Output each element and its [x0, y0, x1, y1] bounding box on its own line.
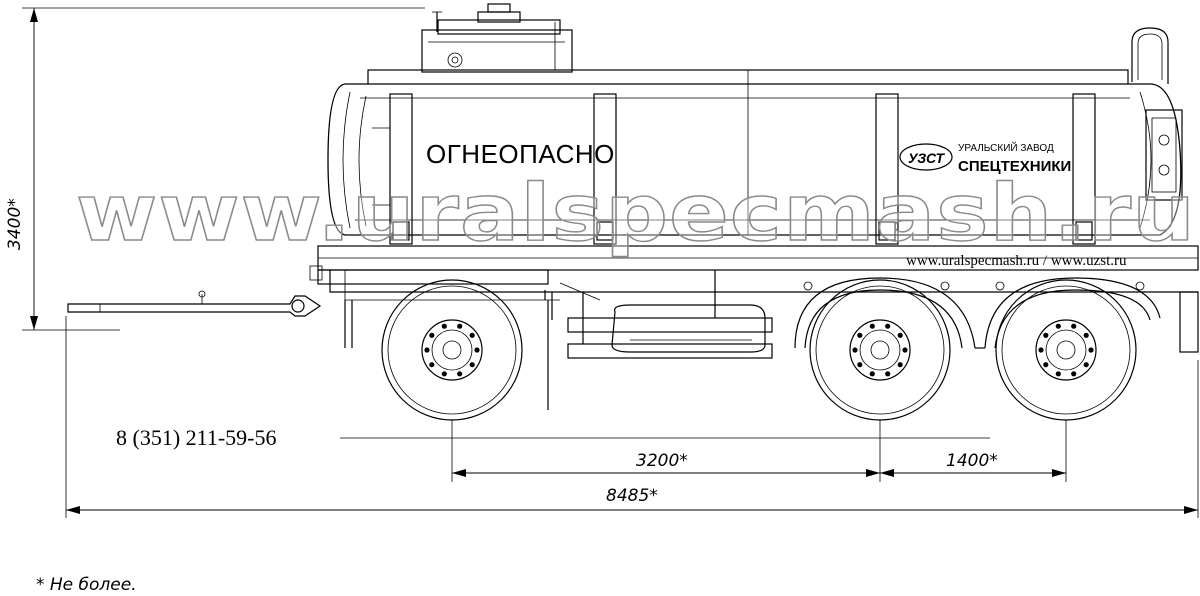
wheel-lug-nut — [857, 362, 863, 368]
wheel-lug-nut — [424, 347, 430, 353]
wheel-lug-nut — [1083, 332, 1089, 338]
wheel-lug-nut — [1038, 347, 1044, 353]
manhole-hatch — [421, 3, 573, 73]
logo-line1: УРАЛЬСКИЙ ЗАВОД — [958, 141, 1054, 154]
wheelbase-dimensions: 3200* 1400* — [451, 420, 1067, 482]
wheel-lug-nut — [469, 332, 475, 338]
wheel-lug-nut — [852, 347, 858, 353]
websites-text: www.uralspecmash.ru / www.uzst.ru — [906, 253, 1127, 269]
front-wheel — [381, 279, 523, 421]
wheelbase-label: 3200* — [636, 451, 688, 471]
logo-mark: УЗСТ — [908, 150, 946, 166]
wheel-lug-nut — [441, 323, 447, 329]
wheel-lug-nut — [1043, 332, 1049, 338]
wheel-lug-nut — [869, 371, 875, 377]
wheel-lug-nut — [441, 371, 447, 377]
wheel-lug-nut — [474, 347, 480, 353]
wheel-lug-nut — [897, 362, 903, 368]
wheel-lug-nut — [1055, 323, 1061, 329]
wheel-lug-nut — [869, 323, 875, 329]
rear-wheel-1 — [809, 279, 951, 421]
wheel-lug-nut — [1055, 371, 1061, 377]
wheel-lug-nut — [469, 362, 475, 368]
tank — [327, 69, 1182, 245]
wheel-lug-nut — [1071, 323, 1077, 329]
phone-number: 8 (351) 211-59-56 — [116, 425, 277, 450]
wheel-lug-nut — [1088, 347, 1094, 353]
watermark: www.uralspecmash.ru — [76, 169, 1196, 259]
wheel-lug-nut — [897, 332, 903, 338]
height-dimension: 3400* — [5, 7, 425, 331]
rear-ladder — [1131, 27, 1183, 201]
rear-wheel-2 — [995, 279, 1137, 421]
brand-logo: УЗСТ УРАЛЬСКИЙ ЗАВОД СПЕЦТЕХНИКИ — [899, 141, 1071, 175]
wheel-lug-nut — [1083, 362, 1089, 368]
wheel-lug-nut — [457, 323, 463, 329]
wheel-lug-nut — [1043, 362, 1049, 368]
wheel-lug-nut — [429, 332, 435, 338]
height-dimension-label: 3400* — [5, 198, 25, 250]
wheel-lug-nut — [1071, 371, 1077, 377]
wheel-lug-nut — [902, 347, 908, 353]
footnote: * Не более. — [36, 575, 137, 595]
wheel-lug-nut — [857, 332, 863, 338]
wheel-lug-nut — [885, 371, 891, 377]
chassis — [67, 245, 1199, 410]
overall-length-dimension: 8485* — [65, 316, 1199, 518]
axle-spacing-label: 1400* — [946, 451, 998, 471]
overall-length-label: 8485* — [606, 486, 658, 506]
wheel-lug-nut — [885, 323, 891, 329]
hazard-label: ОГНЕОПАСНО — [426, 139, 615, 169]
wheel-lug-nut — [457, 371, 463, 377]
logo-line2: СПЕЦТЕХНИКИ — [958, 158, 1071, 175]
wheel-lug-nut — [429, 362, 435, 368]
